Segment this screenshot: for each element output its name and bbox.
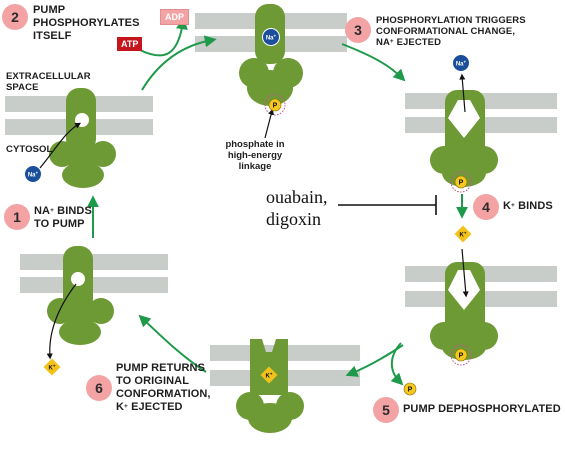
arrow-state4-to-state5	[345, 344, 404, 377]
step-badge-1: 1	[4, 204, 30, 230]
arrow-k-exiting	[46, 283, 77, 360]
arrow-na-exiting	[459, 73, 466, 113]
cycle-arrows	[87, 17, 468, 386]
step-badge-3: 3	[345, 17, 371, 43]
potassium-ion-state-5: K+	[260, 366, 278, 384]
arrow-k-entering	[461, 248, 469, 298]
step-badge-6: 6	[86, 375, 112, 401]
pump-state-6	[47, 246, 114, 345]
arrow-phosphate-note	[264, 108, 275, 139]
sodium-ion-label: Na+	[266, 34, 277, 42]
pump-state-4	[430, 262, 498, 360]
arrow-phosphate-release	[390, 342, 404, 386]
ion-arrows	[39, 73, 469, 360]
potassium-ion-label: K+	[266, 372, 273, 380]
sodium-ion-state-3: Na+	[453, 55, 469, 71]
phosphate-label: P	[273, 103, 278, 110]
arrow-state5-to-state6	[138, 314, 207, 373]
atp-tag: ATP	[117, 37, 143, 51]
potassium-ion-state-6: K+	[43, 358, 61, 376]
phosphate-state-3: P	[454, 175, 468, 189]
phosphate-label: P	[459, 353, 464, 360]
step-label-4: K+ BINDS	[503, 200, 553, 212]
pump-state-1	[49, 88, 116, 188]
potassium-ion-label: K+	[49, 364, 56, 372]
step-badge-4: 4	[473, 194, 499, 220]
step-badge-2: 2	[2, 4, 28, 30]
adp-tag: ADP	[160, 9, 190, 25]
sodium-ion-state-2: Na+	[263, 29, 279, 45]
step-label-5: PUMP DEPHOSPHORYLATED	[403, 403, 561, 415]
ions: Na+ Na+ Na+ K+ K+ K+ P P	[25, 29, 472, 396]
arrow-atp-in-out	[139, 17, 188, 57]
arrow-na-entering	[39, 122, 82, 169]
phosphate-label: P	[459, 180, 464, 187]
phosphate-glows	[264, 94, 472, 366]
arrow-state2-to-state3	[341, 43, 406, 82]
potassium-ion-label: K+	[460, 231, 467, 239]
sodium-ion-state-1: Na+	[25, 166, 41, 182]
phosphate-released: P	[403, 382, 417, 396]
arrow-state1-to-state2	[141, 35, 217, 91]
membrane-state-6	[20, 254, 168, 293]
phosphate-state-4: P	[454, 348, 468, 362]
pump-state-3	[430, 90, 498, 187]
sodium-ion-label: Na+	[456, 60, 467, 68]
cytosol-label: CYTOSOL	[6, 144, 53, 155]
potassium-ion-state-4: K+	[454, 225, 472, 243]
sodium-ion-label: Na+	[28, 171, 39, 179]
phosphate-label: P	[408, 387, 413, 394]
inhibitors-label: ouabain,digoxin	[266, 187, 328, 229]
step-badge-5: 5	[373, 397, 399, 423]
phosphate-state-2: P	[268, 98, 282, 112]
inhibition-line	[338, 195, 437, 215]
